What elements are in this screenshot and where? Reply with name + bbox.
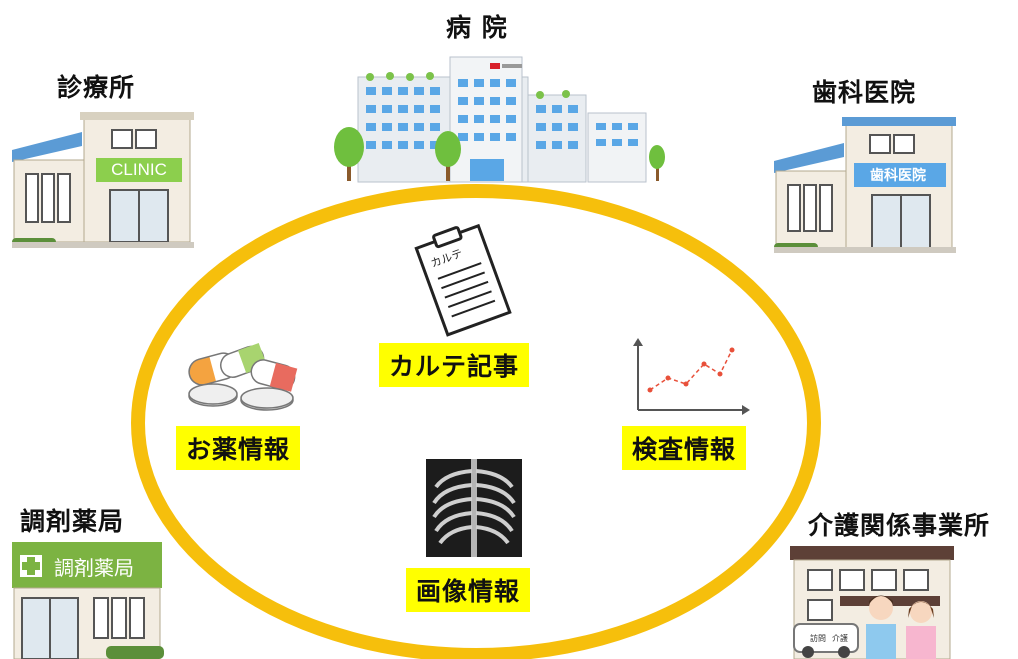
medicine-info-label: お薬情報 bbox=[176, 426, 301, 470]
chart-record-label: カルテ記事 bbox=[379, 343, 530, 387]
care-facility-label: 介護関係事業所 bbox=[808, 511, 991, 540]
clipboard-icon bbox=[414, 223, 512, 337]
dental-sign: 歯科医院 bbox=[870, 168, 926, 184]
pharmacy-building bbox=[12, 542, 164, 659]
dental-building bbox=[774, 117, 956, 253]
clinic-building bbox=[12, 112, 194, 248]
van-label-visit: 訪問 bbox=[810, 634, 826, 643]
xray-icon bbox=[426, 459, 522, 557]
pills-icon bbox=[188, 342, 298, 411]
dental-label: 歯科医院 bbox=[812, 78, 917, 107]
line-graph-icon bbox=[633, 338, 750, 415]
pharmacy-label: 調剤薬局 bbox=[20, 507, 125, 536]
clinic-label: 診療所 bbox=[57, 73, 136, 102]
clinic-sign: CLINIC bbox=[111, 160, 167, 179]
imaging-info-label: 画像情報 bbox=[406, 568, 531, 612]
hospital-label: 病 院 bbox=[446, 13, 508, 42]
pharmacy-sign: 調剤薬局 bbox=[54, 556, 134, 580]
test-info-label: 検査情報 bbox=[622, 426, 747, 470]
van-label-care: 介護 bbox=[832, 634, 848, 643]
care-facility-building bbox=[790, 546, 954, 659]
hospital-building bbox=[334, 56, 665, 183]
